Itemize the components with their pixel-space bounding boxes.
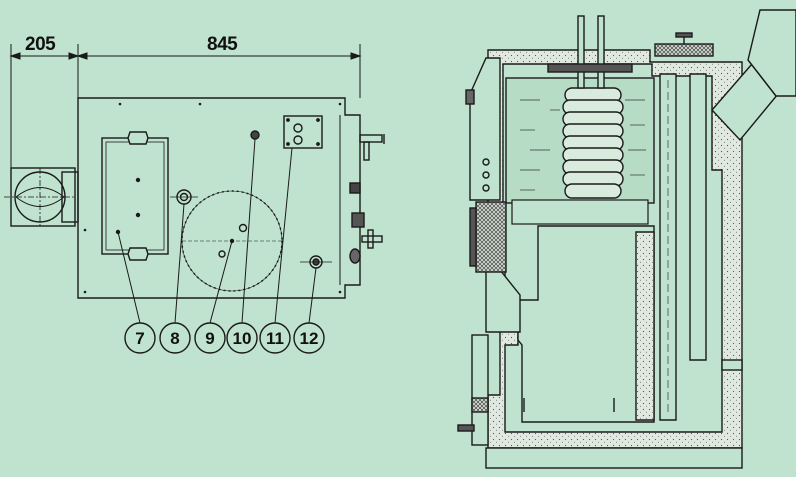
- port-8: [170, 189, 198, 205]
- section-view: [457, 9, 796, 469]
- ash-door: [457, 334, 489, 446]
- dimension-lines: [9, 44, 362, 175]
- callout-8: 8: [170, 329, 179, 348]
- cleaning-door: [101, 131, 169, 261]
- heating-coil: [562, 87, 624, 199]
- side-bracket: [721, 359, 743, 371]
- callout-12: 12: [300, 329, 319, 348]
- leader-lines: [117, 138, 317, 324]
- boiler-body-outline: [77, 97, 361, 299]
- plate-11: [283, 115, 323, 149]
- top-view: 205 845: [4, 34, 385, 354]
- rivets: [83, 102, 342, 294]
- port-10: [250, 130, 260, 140]
- flue-channels: [659, 73, 707, 421]
- callout-10: 10: [233, 329, 252, 348]
- burner-door: [469, 201, 507, 273]
- flue-pipe: [711, 9, 796, 142]
- port-12: [300, 255, 332, 269]
- dimension-845-label: 845: [207, 34, 238, 55]
- burner-fan: [4, 167, 79, 227]
- base: [485, 447, 743, 469]
- callout-11: 11: [266, 329, 284, 348]
- callout-7: 7: [135, 329, 144, 348]
- combustion-chamber: [517, 225, 655, 423]
- top-cap: [654, 32, 714, 57]
- callout-circles: [124, 322, 325, 354]
- callout-9: 9: [205, 329, 214, 348]
- side-fittings: [349, 134, 385, 264]
- dimension-205-label: 205: [25, 34, 56, 55]
- top-pipes: [547, 15, 633, 89]
- control-panel: [465, 57, 501, 201]
